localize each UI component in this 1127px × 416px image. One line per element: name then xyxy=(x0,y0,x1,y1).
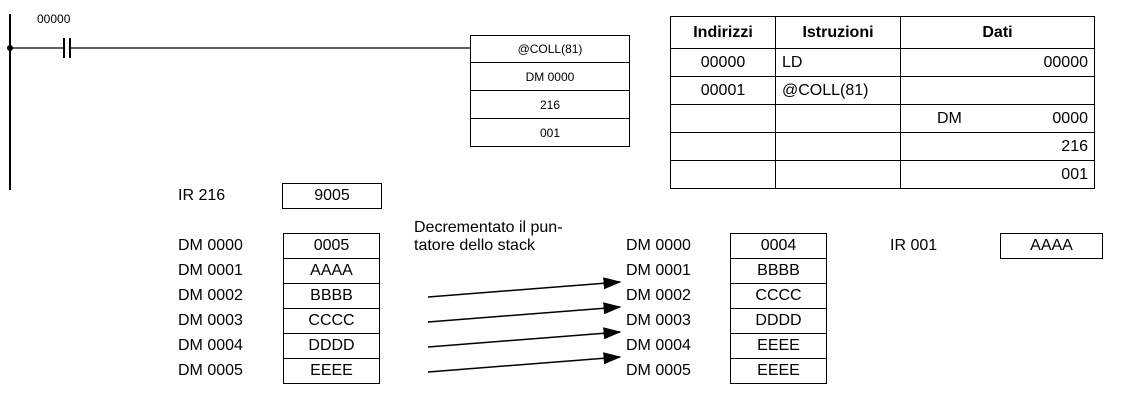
table-header-row: Indirizzi Istruzioni Dati xyxy=(670,16,1095,49)
instruction-operand-3-box: 001 xyxy=(470,118,630,147)
output-value-box: AAAA xyxy=(1000,233,1103,259)
contact-symbol xyxy=(63,38,71,58)
cell-instruction xyxy=(775,104,901,133)
after-label: DM 0001 xyxy=(626,262,691,279)
cell-data-right: 216 xyxy=(1061,137,1088,155)
cell-instruction xyxy=(775,160,901,189)
before-label: DM 0003 xyxy=(178,312,243,329)
cell-address xyxy=(670,132,776,161)
before-label: DM 0000 xyxy=(178,237,243,254)
cell-data-left: DM xyxy=(937,109,962,127)
cell-data: 00000 xyxy=(900,48,1095,77)
ir216-value-box: 9005 xyxy=(282,183,382,209)
ir216-label: IR 216 xyxy=(178,187,226,204)
header-data: Dati xyxy=(900,16,1095,49)
cell-instruction: @COLL(81) xyxy=(775,76,901,105)
cell-address: 00001 xyxy=(670,76,776,105)
cell-data: 216 xyxy=(900,132,1095,161)
before-value-box: 0005 xyxy=(283,233,380,259)
shift-arrow-3 xyxy=(427,327,622,348)
after-label: DM 0005 xyxy=(626,362,691,379)
cell-data xyxy=(900,76,1095,105)
before-value-box: BBBB xyxy=(283,283,380,309)
after-label: DM 0002 xyxy=(626,287,691,304)
after-value-box: EEEE xyxy=(730,358,827,384)
after-value-box: 0004 xyxy=(730,233,827,259)
output-label: IR 001 xyxy=(890,237,938,254)
shift-arrow-2 xyxy=(427,302,622,323)
before-label: DM 0001 xyxy=(178,262,243,279)
before-value-box: DDDD xyxy=(283,333,380,359)
cell-address xyxy=(670,104,776,133)
table-row: DM 0000 xyxy=(670,104,1095,133)
before-value-box: CCCC xyxy=(283,308,380,334)
note-line-1: Decrementato il pun- xyxy=(414,219,563,236)
cell-data-right: 0000 xyxy=(1052,109,1088,127)
before-label: DM 0002 xyxy=(178,287,243,304)
after-label: DM 0003 xyxy=(626,312,691,329)
cell-address: 00000 xyxy=(670,48,776,77)
before-value-box: EEEE xyxy=(283,358,380,384)
after-value-box: CCCC xyxy=(730,283,827,309)
table-row: 216 xyxy=(670,132,1095,161)
after-label: DM 0000 xyxy=(626,237,691,254)
table-row: 001 xyxy=(670,160,1095,189)
cell-address xyxy=(670,160,776,189)
after-value-box: DDDD xyxy=(730,308,827,334)
header-address: Indirizzi xyxy=(670,16,776,49)
shift-arrow-4 xyxy=(427,352,622,373)
header-instruction: Istruzioni xyxy=(775,16,901,49)
after-value-box: BBBB xyxy=(730,258,827,284)
after-value-box: EEEE xyxy=(730,333,827,359)
before-value-box: AAAA xyxy=(283,258,380,284)
cell-data: DM 0000 xyxy=(900,104,1095,133)
table-row: 00000 LD 00000 xyxy=(670,48,1095,77)
instruction-name-box: @COLL(81) xyxy=(470,35,630,63)
instruction-operand-1-box: DM 0000 xyxy=(470,62,630,91)
shift-arrow-1 xyxy=(427,277,622,298)
before-label: DM 0004 xyxy=(178,337,243,354)
cell-data-right: 00000 xyxy=(1043,53,1089,71)
table-row: 00001 @COLL(81) xyxy=(670,76,1095,105)
note-line-2: tatore dello stack xyxy=(414,237,535,254)
after-label: DM 0004 xyxy=(626,337,691,354)
cell-data: 001 xyxy=(900,160,1095,189)
cell-instruction: LD xyxy=(775,48,901,77)
cell-instruction xyxy=(775,132,901,161)
before-label: DM 0005 xyxy=(178,362,243,379)
cell-data-right: 001 xyxy=(1061,165,1088,183)
contact-label: 00000 xyxy=(37,12,71,26)
mnemonic-table: Indirizzi Istruzioni Dati 00000 LD 00000… xyxy=(670,16,1095,189)
instruction-operand-2-box: 216 xyxy=(470,90,630,119)
